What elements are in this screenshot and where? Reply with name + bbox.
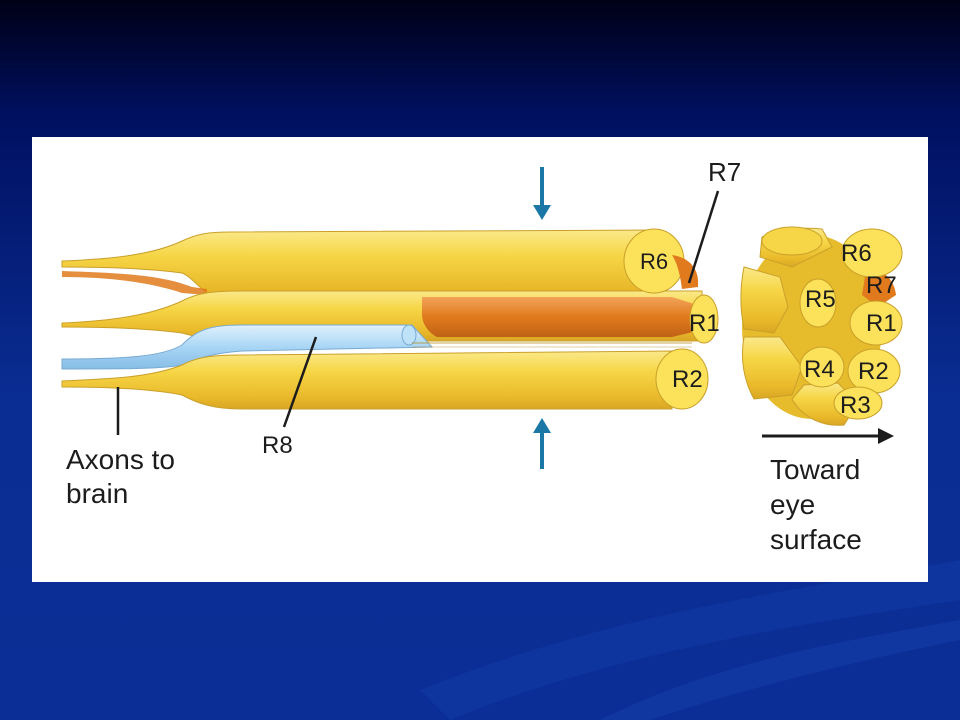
label-r6: R6 [640,249,668,274]
r8-leader-line [282,336,318,428]
photoreceptor-diagram: R6 R7 R1 R2 R8 Axons to brain R6 R7 R5 R… [61,157,903,555]
cs-label-r7: R7 [866,272,897,299]
axons-caption-line: brain [66,478,128,509]
cs-label-r3: R3 [840,392,871,419]
toward-caption-line: Toward [770,454,860,485]
cs-label-r4: R4 [804,356,835,383]
label-r2: R2 [672,366,703,393]
r2-endcap [655,348,709,410]
r6-endcap [623,228,699,294]
r7-leader-line [687,190,720,284]
cs-label-r6: R6 [841,240,872,267]
cs-label-r1: R1 [866,310,897,337]
r8-cell [61,324,434,370]
down-arrow-icon [533,167,551,220]
figure-panel: R6 R7 R1 R2 R8 Axons to brain R6 R7 R5 R… [32,137,928,582]
axons-caption-line: Axons to [66,444,175,475]
r7-rhabdomere [422,297,697,337]
toward-caption-line: eye [770,489,815,520]
label-r1: R1 [689,310,720,337]
right-arrow-icon [762,428,894,444]
axons-caption: Axons to brain [66,444,183,509]
cs-label-r5: R5 [805,286,836,313]
r2-cell [61,342,692,410]
cs-label-r2: R2 [858,358,889,385]
toward-caption: Toward eye surface [770,454,868,555]
r1-endcap [689,294,719,344]
cross-section [740,226,903,426]
toward-caption-line: surface [770,524,862,555]
up-arrow-icon [533,418,551,469]
label-r7: R7 [708,157,741,187]
label-r8: R8 [262,432,293,459]
